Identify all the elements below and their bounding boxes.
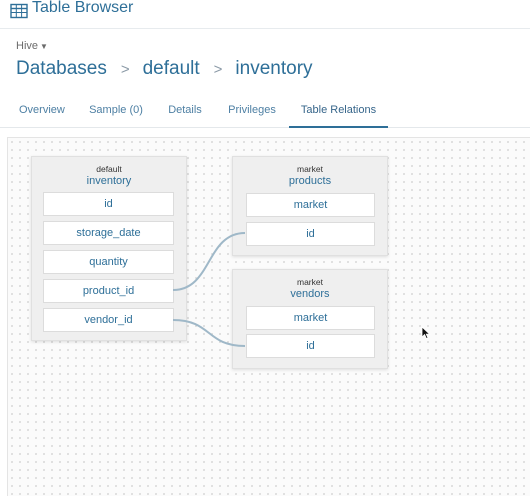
column-vendor-id[interactable]: vendor_id <box>43 308 174 332</box>
column-id[interactable]: id <box>43 192 174 216</box>
table-db-label: default <box>96 164 122 174</box>
table-card-inventory[interactable]: default inventory id storage_date quanti… <box>31 156 187 341</box>
breadcrumb-database[interactable]: default <box>142 58 200 79</box>
table-card-vendors[interactable]: market vendors market id <box>232 269 388 369</box>
column-product-id[interactable]: product_id <box>43 279 174 303</box>
column-market[interactable]: market <box>246 193 375 217</box>
column-id[interactable]: id <box>246 334 375 358</box>
caret-down-icon: ▼ <box>40 41 48 51</box>
breadcrumb-table: inventory <box>235 58 313 79</box>
breadcrumb-databases[interactable]: Databases <box>16 58 107 79</box>
tab-sample[interactable]: Sample (0) <box>89 104 143 116</box>
breadcrumb-separator: > <box>120 60 130 78</box>
table-db-label: market <box>297 164 323 174</box>
tab-bar: Overview Sample (0) Details Privileges T… <box>0 104 530 128</box>
table-name-label: products <box>288 175 332 187</box>
tab-table-relations[interactable]: Table Relations <box>289 104 388 128</box>
table-name-label: vendors <box>290 288 330 300</box>
mouse-pointer-icon <box>421 326 431 340</box>
column-storage-date[interactable]: storage_date <box>43 221 174 245</box>
breadcrumb-separator: > <box>213 60 223 78</box>
source-label: Hive <box>16 40 39 52</box>
source-selector[interactable]: Hive ▼ <box>16 40 48 52</box>
tab-privileges[interactable]: Privileges <box>228 104 276 116</box>
page-header: Table Browser <box>0 0 530 29</box>
table-name-label: inventory <box>86 175 132 187</box>
table-card-products[interactable]: market products market id <box>232 156 388 256</box>
page-title: Table Browser <box>32 0 134 16</box>
column-market[interactable]: market <box>246 306 375 330</box>
tab-overview[interactable]: Overview <box>19 104 65 116</box>
table-db-label: market <box>297 277 323 287</box>
column-id[interactable]: id <box>246 222 375 246</box>
breadcrumb: Databases > default > inventory <box>16 58 313 80</box>
table-grid-icon <box>10 3 28 19</box>
column-quantity[interactable]: quantity <box>43 250 174 274</box>
tab-details[interactable]: Details <box>168 104 202 116</box>
